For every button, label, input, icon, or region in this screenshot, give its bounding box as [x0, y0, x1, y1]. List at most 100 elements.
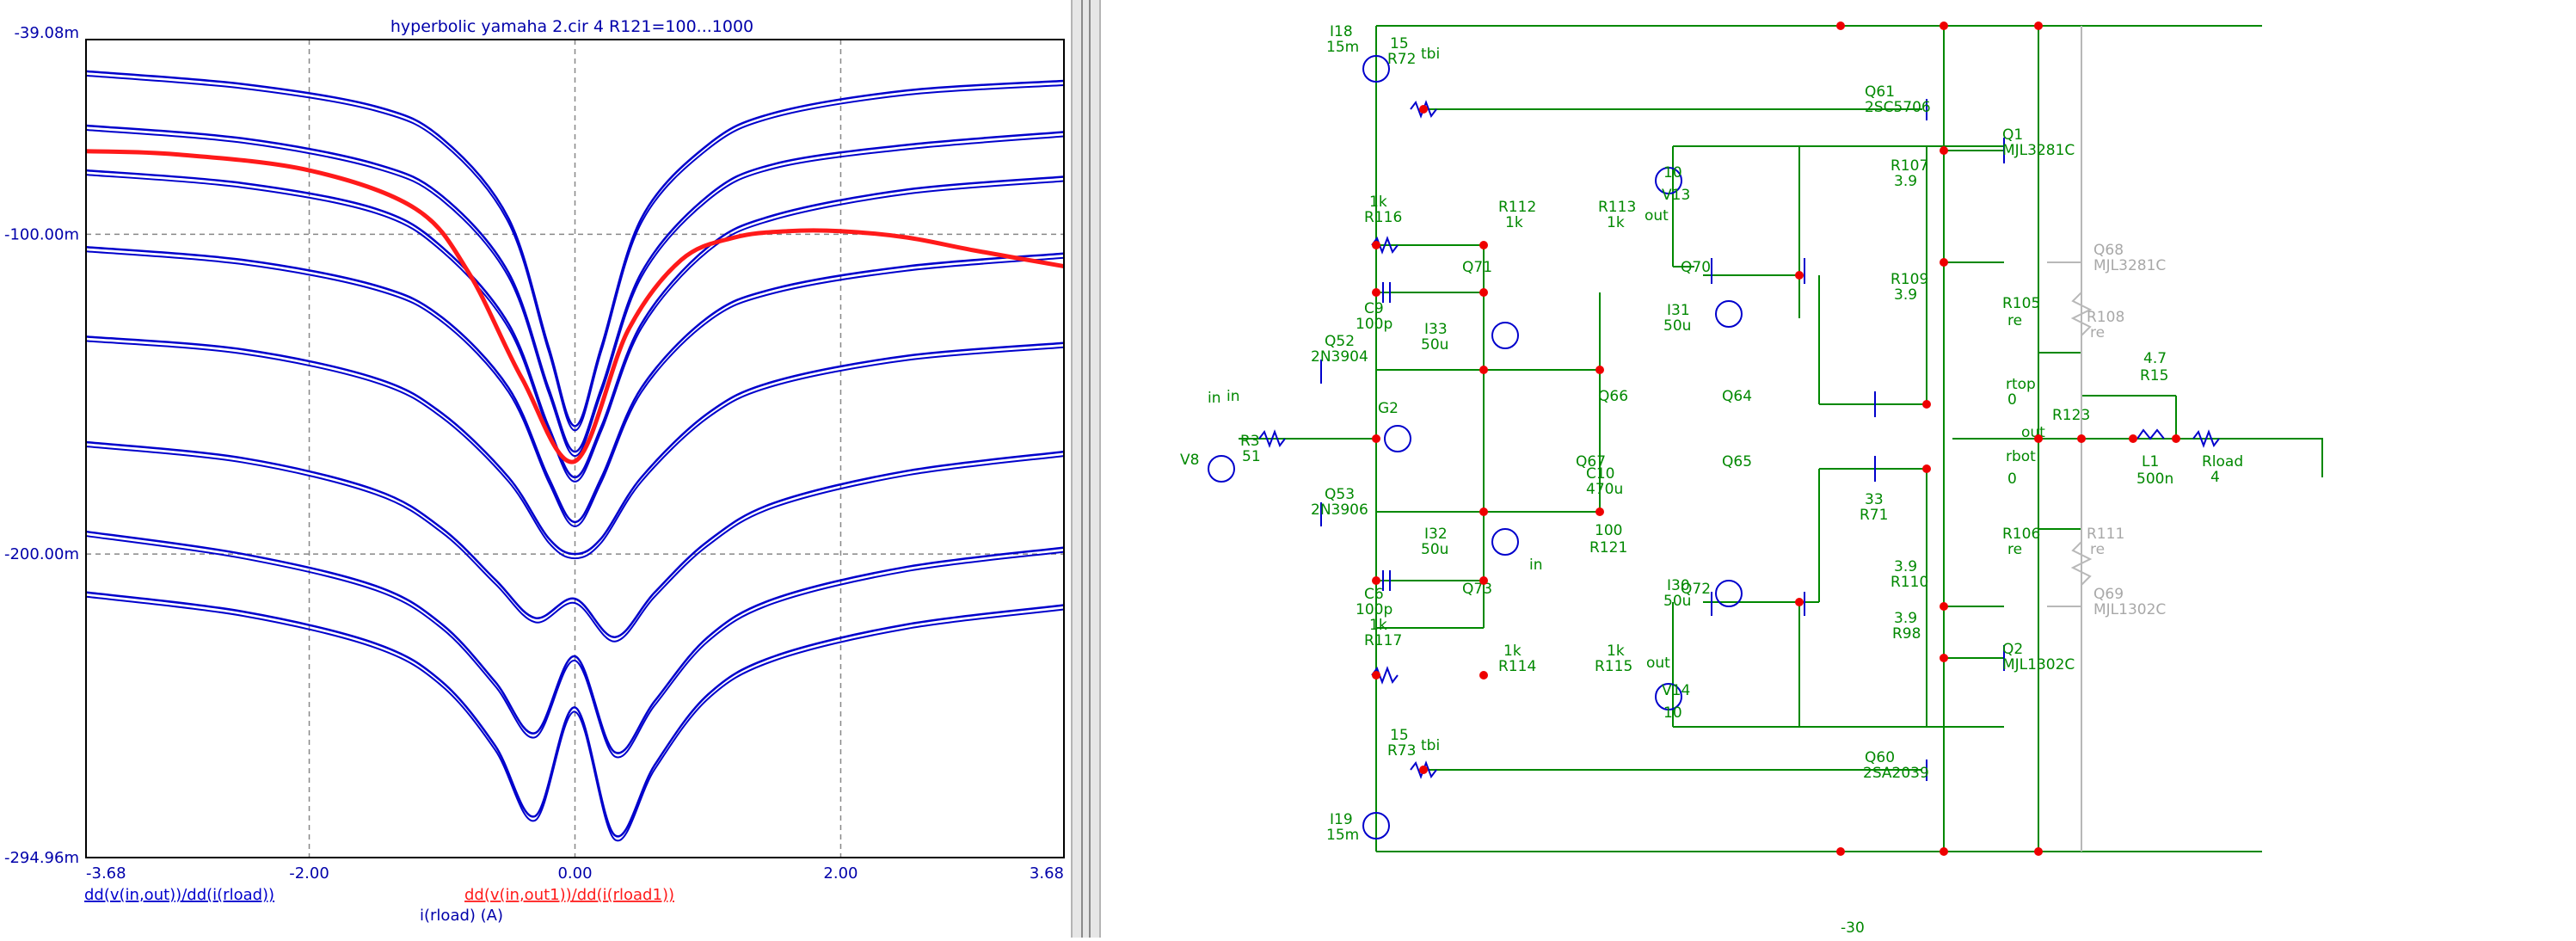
- component-label: 50u: [1663, 593, 1691, 610]
- y-tick-label: -200.00m: [4, 545, 79, 563]
- component-label: 500n: [2136, 470, 2173, 488]
- component-label: rtop: [2006, 376, 2036, 393]
- component-label: V8: [1180, 452, 1199, 469]
- component-label: R98: [1892, 625, 1921, 643]
- legend-red-series[interactable]: dd(v(in,out1))/dd(i(rload1)): [464, 886, 674, 904]
- component-label: 1k: [1503, 643, 1522, 660]
- series-line-blue: [85, 595, 1065, 842]
- series-line-blue: [85, 250, 1065, 527]
- component-label: Q53: [1325, 486, 1355, 503]
- component-label: 470u: [1586, 481, 1623, 498]
- y-tick-label: -294.96m: [4, 849, 79, 867]
- series-line-blue: [85, 169, 1065, 479]
- component-label: I31: [1667, 302, 1690, 319]
- component-label: out: [1645, 207, 1669, 224]
- series-line-blue: [85, 124, 1065, 453]
- component-label: MJL1302C: [2002, 656, 2075, 673]
- x-tick-label: 2.00: [823, 864, 858, 883]
- components: [1208, 55, 2220, 840]
- component-label: 4: [2210, 469, 2220, 486]
- component-label: Q2: [2002, 641, 2023, 658]
- component-label: 15m: [1326, 827, 1359, 844]
- disabled-component-label: Q68: [2093, 242, 2124, 259]
- component-label: R72: [1387, 51, 1416, 68]
- component-label: I19: [1330, 811, 1353, 828]
- component-label: I18: [1330, 23, 1353, 40]
- component-label: 15m: [1326, 39, 1359, 56]
- component-label: 2SA2039: [1863, 765, 1929, 782]
- component-label: 15: [1390, 35, 1409, 52]
- component-label: in: [1529, 557, 1543, 574]
- component-label: MJL3281C: [2002, 142, 2075, 159]
- component-label: R121: [1589, 539, 1627, 557]
- component-label: re: [2007, 312, 2022, 329]
- series-line-blue: [85, 246, 1065, 524]
- component-label: 15: [1390, 727, 1409, 744]
- component-label: 1k: [1369, 617, 1387, 634]
- component-label: Q67: [1576, 453, 1606, 470]
- chart-title: hyperbolic yamaha 2.cir 4 R121=100...100…: [390, 17, 753, 36]
- disabled-component-label: Q69: [2093, 586, 2124, 603]
- plot-series: [85, 70, 1065, 842]
- series-line-blue: [85, 591, 1065, 838]
- component-label: Q60: [1865, 749, 1895, 766]
- component-label: 50u: [1421, 541, 1448, 558]
- component-label: 2N3904: [1311, 348, 1368, 366]
- component-label: R112: [1498, 199, 1536, 216]
- legend-blue-series[interactable]: dd(v(in,out))/dd(i(rload)): [84, 886, 274, 904]
- component-label: R106: [2002, 526, 2040, 543]
- disabled-component-label: re: [2090, 541, 2105, 558]
- component-label: tbi: [1421, 737, 1440, 754]
- series-line-blue: [85, 440, 1065, 638]
- disabled-component-label: re: [2090, 324, 2105, 341]
- disabled-component-label: R108: [2087, 309, 2124, 326]
- component-label: Q66: [1598, 388, 1628, 405]
- component-label: R110: [1891, 574, 1928, 591]
- disabled-component-label: R111: [2087, 526, 2124, 543]
- y-tick-label: -100.00m: [4, 225, 79, 243]
- component-label: 3.9: [1894, 173, 1917, 190]
- component-label: 3.9: [1894, 286, 1917, 304]
- disabled-component-label: MJL1302C: [2093, 601, 2166, 618]
- component-label: V13: [1662, 187, 1690, 204]
- component-label: out: [1646, 655, 1670, 672]
- component-label: rbot: [2006, 448, 2036, 465]
- x-tick-label: 0.00: [557, 864, 592, 883]
- component-label: Q64: [1722, 388, 1752, 405]
- series-line-red: [85, 149, 1065, 464]
- component-label: 100p: [1356, 316, 1393, 333]
- component-label: R71: [1860, 507, 1888, 524]
- plot-window[interactable]: hyperbolic yamaha 2.cir 4 R121=100...100…: [0, 0, 1071, 938]
- component-label: tbi: [1421, 46, 1440, 63]
- pane-splitter[interactable]: [1071, 0, 1101, 938]
- component-label: 0: [2007, 470, 2017, 488]
- component-label: 10: [1663, 164, 1682, 181]
- chart[interactable]: hyperbolic yamaha 2.cir 4 R121=100...100…: [0, 0, 1071, 938]
- component-label: C6: [1364, 586, 1384, 603]
- component-label: R116: [1364, 209, 1402, 226]
- component-label: R73: [1387, 742, 1416, 760]
- component-label: R114: [1498, 658, 1536, 675]
- component-label: Q61: [1865, 83, 1895, 101]
- component-label: I33: [1424, 321, 1448, 338]
- component-label: 3.9: [1894, 610, 1917, 627]
- component-label: G2: [1378, 400, 1399, 417]
- series-line-blue: [85, 129, 1065, 458]
- component-label: Q52: [1325, 333, 1355, 350]
- component-label: Q73: [1462, 581, 1492, 598]
- x-tick-label: -2.00: [289, 864, 329, 883]
- component-label: Q1: [2002, 126, 2023, 144]
- schematic[interactable]: I1815m15R72tbi1kR116C9100pQ522N3904G2inR…: [1101, 0, 2576, 938]
- component-label: Q70: [1681, 259, 1711, 276]
- series-line-blue: [85, 530, 1065, 754]
- component-label: in: [1208, 390, 1221, 407]
- component-label: Rload: [2202, 453, 2243, 470]
- disabled-component-label: MJL3281C: [2093, 257, 2166, 274]
- component-label: 50u: [1421, 336, 1448, 354]
- component-label: 51: [1242, 448, 1261, 465]
- component-label: 33: [1865, 491, 1884, 508]
- component-label: in: [1227, 388, 1240, 405]
